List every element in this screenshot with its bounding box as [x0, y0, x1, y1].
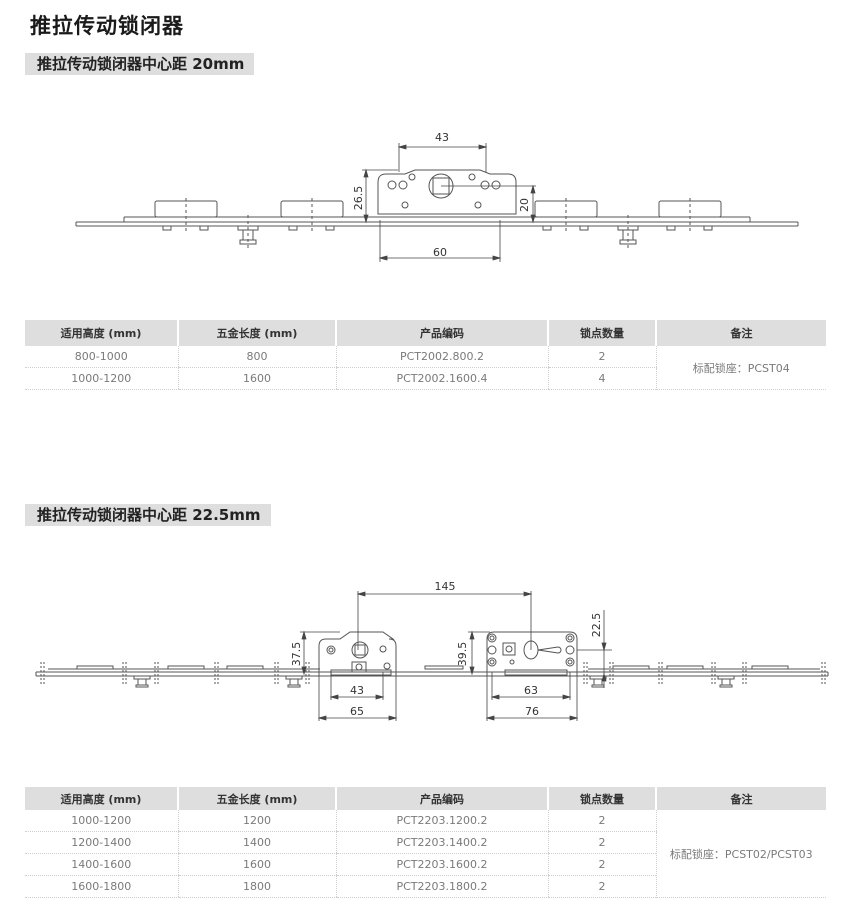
dim-right-outer: 76: [525, 705, 539, 718]
cell-lock-points: 2: [547, 831, 656, 854]
cell-lock-points: 2: [547, 346, 656, 368]
section-title-22-5mm: 推拉传动锁闭器中心距 22.5mm: [25, 504, 271, 526]
dim-left-height: 37.5: [290, 642, 303, 667]
cell-notes: 标配锁座：PCST04: [655, 346, 826, 390]
cell-height-range: 1200-1400: [25, 831, 178, 854]
page-title: 推拉传动锁闭器: [30, 14, 184, 38]
header-hardware-length: 五金长度 (mm): [177, 320, 336, 346]
cell-height-range: 1600-1800: [25, 875, 178, 898]
dim-left-inner: 43: [350, 684, 364, 697]
cell-hardware-length: 1600: [177, 367, 336, 390]
cell-hardware-length: 1800: [177, 875, 336, 898]
cell-hardware-length: 1600: [177, 853, 336, 876]
cell-product-code: PCT2002.1600.4: [335, 367, 548, 390]
table-row: 1200-1400 1400 PCT2203.1400.2 2: [25, 831, 826, 854]
cell-height-range: 1000-1200: [25, 367, 178, 390]
table-row: 1400-1600 1600 PCT2203.1600.2 2: [25, 853, 826, 876]
dim-top-width: 43: [435, 131, 449, 144]
dim-bottom-width: 60: [433, 246, 447, 259]
cell-lock-points: 2: [547, 853, 656, 876]
cell-hardware-length: 1400: [177, 831, 336, 854]
cell-product-code: PCT2203.1800.2: [335, 875, 548, 898]
header-product-code: 产品编码: [335, 320, 548, 346]
cell-height-range: 800-1000: [25, 346, 178, 368]
header-lock-points: 锁点数量: [547, 787, 656, 810]
cell-product-code: PCT2203.1600.2: [335, 853, 548, 876]
table-row: 800-1000 800 PCT2002.800.2 2 标配锁座：PCST04: [25, 346, 826, 390]
cell-hardware-length: 800: [177, 346, 336, 368]
header-product-code: 产品编码: [335, 787, 548, 810]
dim-right-offset: 22.5: [590, 613, 603, 638]
technical-drawing-20mm: 43 60 26.5 20: [75, 131, 799, 262]
section-title-20mm: 推拉传动锁闭器中心距 20mm: [25, 53, 255, 75]
spec-table-20mm: 适用高度 (mm) 五金长度 (mm) 产品编码 锁点数量 备注 800-100…: [25, 320, 826, 390]
cell-lock-points: 2: [547, 810, 656, 832]
table-row: 1600-1800 1800 PCT2203.1800.2 2: [25, 875, 826, 898]
dim-height-right: 20: [518, 198, 531, 212]
dim-right-inner: 63: [524, 684, 538, 697]
dim-right-height: 39.5: [456, 642, 469, 667]
cell-product-code: PCT2203.1200.2: [335, 810, 548, 832]
header-height-range: 适用高度 (mm): [25, 320, 178, 346]
cell-notes: 标配锁座：PCST02/PCST03: [655, 810, 826, 898]
header-notes: 备注: [655, 320, 826, 346]
cell-product-code: PCT2203.1400.2: [335, 831, 548, 854]
table-row: 1000-1200 1600 PCT2002.1600.4 4: [25, 367, 826, 390]
header-height-range: 适用高度 (mm): [25, 787, 178, 810]
cell-height-range: 1400-1600: [25, 853, 178, 876]
header-hardware-length: 五金长度 (mm): [177, 787, 336, 810]
table-row: 1000-1200 1200 PCT2203.1200.2 2 标配锁座：PCS…: [25, 810, 826, 898]
cell-height-range: 1000-1200: [25, 810, 178, 832]
spec-table-22-5mm: 适用高度 (mm) 五金长度 (mm) 产品编码 锁点数量 备注 1000-12…: [25, 787, 826, 898]
dim-left-outer: 65: [350, 705, 364, 718]
technical-drawing-22-5mm: 145 43 65 63 76 37.5 39.5 22.5: [35, 580, 829, 721]
cell-lock-points: 2: [547, 875, 656, 898]
cell-product-code: PCT2002.800.2: [335, 346, 548, 368]
header-lock-points: 锁点数量: [547, 320, 656, 346]
dim-height-left: 26.5: [352, 186, 365, 211]
dim-center-distance: 145: [435, 580, 456, 593]
header-notes: 备注: [655, 787, 826, 810]
cell-hardware-length: 1200: [177, 810, 336, 832]
cell-lock-points: 4: [547, 367, 656, 390]
